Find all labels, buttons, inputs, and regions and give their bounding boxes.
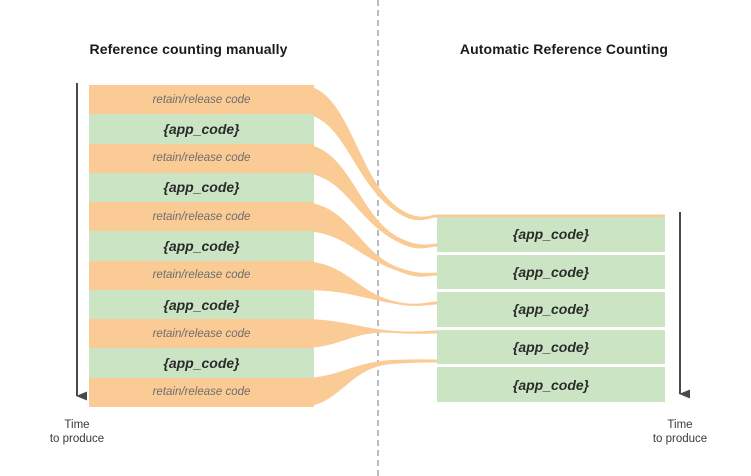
left-block-retain-2: retain/release code: [89, 143, 314, 173]
right-block-app-1: {app_code}: [437, 217, 665, 252]
left-block-label: {app_code}: [163, 120, 240, 137]
right-block-app-2: {app_code}: [437, 254, 665, 290]
left-column-title: Reference counting manually: [89, 41, 288, 57]
left-block-label: {app_code}: [163, 237, 240, 254]
left-block-label: retain/release code: [152, 269, 251, 282]
right-block-app-4: {app_code}: [437, 329, 665, 365]
left-block-retain-4: retain/release code: [89, 260, 314, 290]
center-divider: [377, 0, 379, 476]
right-axis-caption-line1: Time: [667, 419, 693, 431]
left-block-app-3: {app_code}: [89, 231, 314, 261]
left-block-label: retain/release code: [152, 386, 251, 399]
right-block-label: {app_code}: [512, 301, 590, 318]
left-axis-caption-line1: Time: [64, 419, 90, 431]
left-block-app-1: {app_code}: [89, 114, 314, 144]
left-block-retain-1: retain/release code: [89, 85, 314, 115]
right-axis-caption: Time to produce: [625, 418, 735, 446]
right-block-label: {app_code}: [512, 376, 590, 393]
left-axis-caption: Time to produce: [22, 418, 132, 446]
left-block-app-5: {app_code}: [89, 348, 314, 378]
left-block-label: retain/release code: [152, 152, 251, 165]
left-block-label: {app_code}: [163, 296, 240, 313]
right-block-label: {app_code}: [512, 339, 590, 356]
left-block-label: {app_code}: [163, 179, 240, 196]
right-axis-caption-line2: to produce: [652, 433, 708, 445]
left-block-app-2: {app_code}: [89, 172, 314, 203]
left-block-retain-3: retain/release code: [89, 202, 314, 232]
left-block-label: {app_code}: [163, 355, 240, 372]
right-block-label: {app_code}: [512, 263, 590, 280]
left-block-label: retain/release code: [152, 210, 251, 223]
right-block-label: {app_code}: [512, 226, 590, 243]
left-block-retain-6: retain/release code: [89, 377, 314, 407]
left-axis-caption-line2: to produce: [49, 433, 105, 445]
left-block-retain-5: retain/release code: [89, 319, 314, 349]
left-block-app-4: {app_code}: [89, 289, 314, 320]
left-block-label: retain/release code: [152, 327, 251, 340]
right-block-app-3: {app_code}: [437, 292, 665, 327]
right-block-app-5: {app_code}: [437, 367, 665, 402]
left-block-label: retain/release code: [152, 93, 251, 106]
right-column-title: Automatic Reference Counting: [459, 41, 669, 57]
